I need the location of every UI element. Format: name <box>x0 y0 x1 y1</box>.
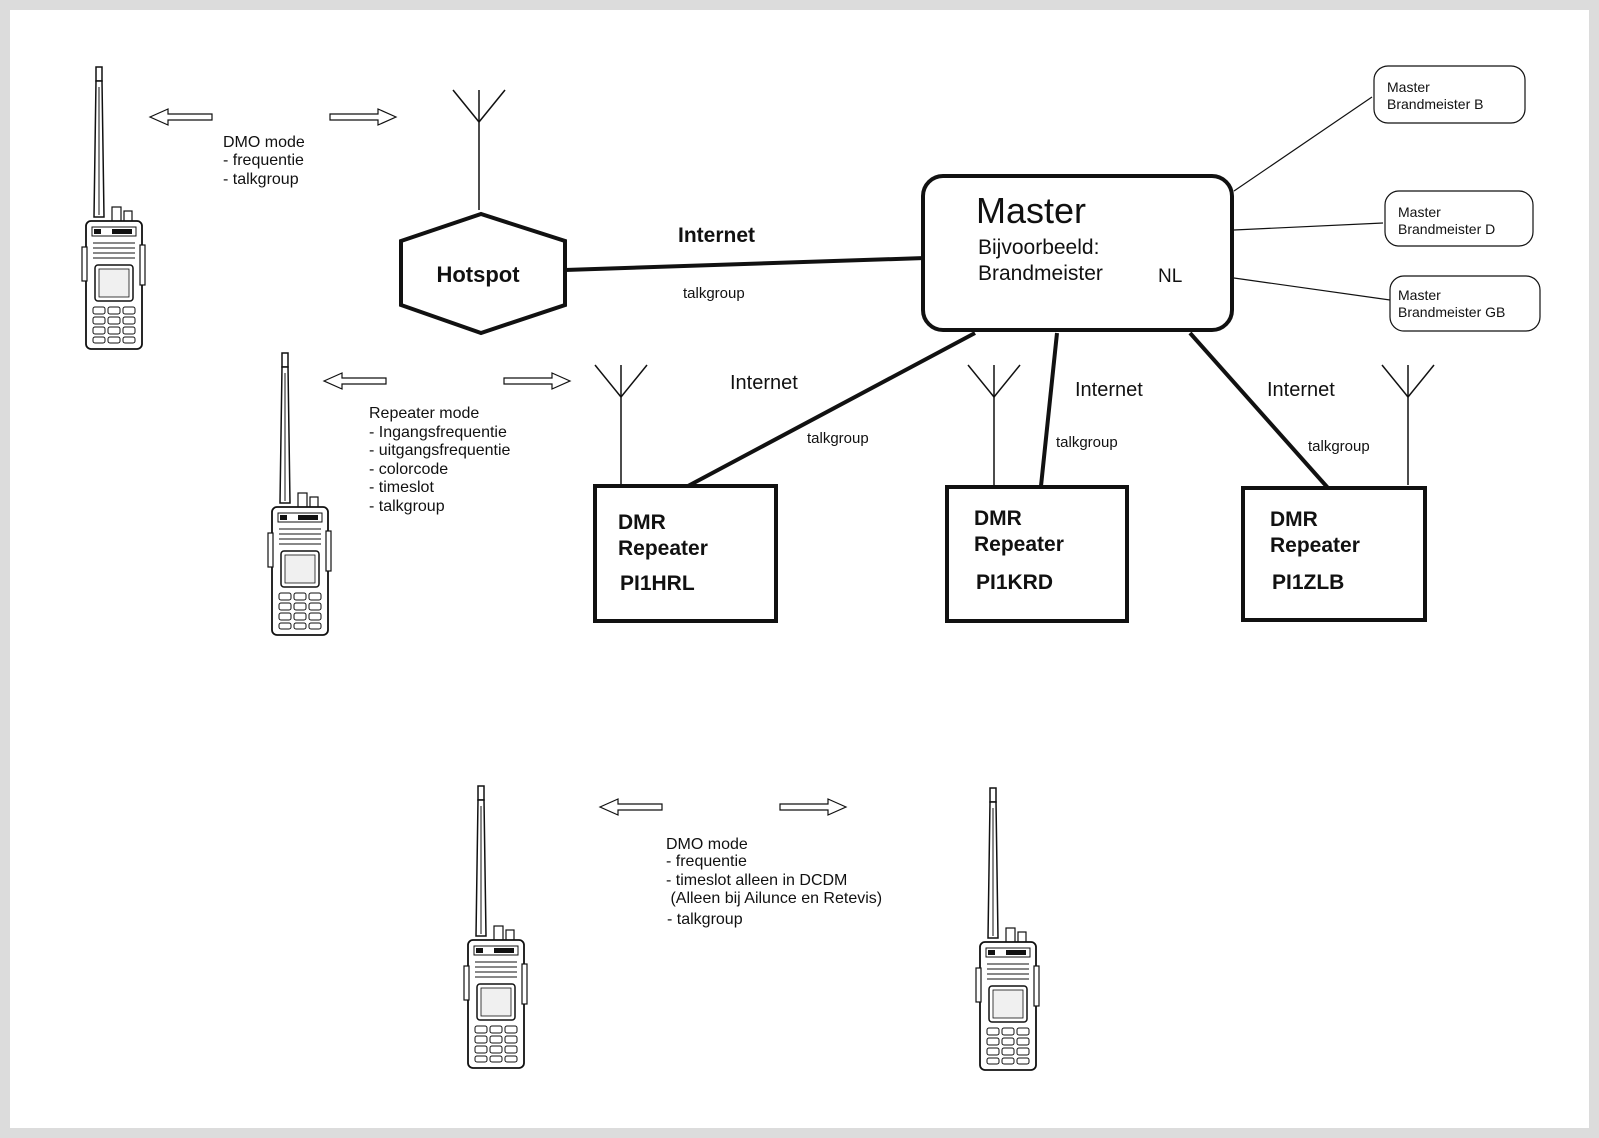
master-gb-node <box>1389 275 1541 332</box>
talkgroup-label: talkgroup <box>807 430 869 447</box>
repeater-1-line1: DMR <box>618 511 666 534</box>
repeater-1-callsign: PI1HRL <box>620 572 695 595</box>
repeater-3-callsign: PI1ZLB <box>1272 571 1344 594</box>
dmo-mode-top-notes: DMO mode - frequentie - talkgroup <box>223 134 305 188</box>
master-b-line1: Master <box>1387 79 1430 95</box>
hotspot-node <box>399 211 567 336</box>
master-b-line2: Brandmeister B <box>1387 96 1483 112</box>
repeater-antenna-icon <box>967 364 1021 486</box>
talkgroup-label: talkgroup <box>1056 434 1118 451</box>
arrow-right-icon <box>329 108 397 126</box>
dmo-top-line: DMO mode <box>223 134 305 151</box>
master-gb-line2: Brandmeister GB <box>1398 304 1505 320</box>
repeater-node-2 <box>945 485 1129 623</box>
master-title: Master <box>976 190 1086 231</box>
repeater-mode-line: - talkgroup <box>369 498 445 515</box>
repeater-2-internet-link <box>1039 332 1059 487</box>
master-gb-link <box>1233 277 1391 301</box>
repeater-node-3 <box>1241 486 1427 622</box>
talkgroup-label: talkgroup <box>1308 438 1370 455</box>
repeater-1-line2: Repeater <box>618 537 708 560</box>
repeater-1-internet-link <box>687 331 976 488</box>
hotspot-antenna-icon <box>452 89 506 211</box>
arrow-left-icon <box>599 798 663 816</box>
hotspot-label: Hotspot <box>436 262 520 287</box>
internet-label: Internet <box>678 224 755 247</box>
arrow-right-icon <box>779 798 847 816</box>
hotspot-internet-link <box>564 256 926 272</box>
repeater-mode-line: - uitgangsfrequentie <box>369 442 511 459</box>
repeater-mode-notes: Repeater mode - Ingangsfrequentie - uitg… <box>369 405 511 515</box>
repeater-node-1 <box>593 484 778 623</box>
internet-label: Internet <box>730 372 798 394</box>
dmo-bottom-line: (Alleen bij Ailunce en Retevis) <box>666 890 882 907</box>
radio-icon-top-left <box>81 66 146 350</box>
dmo-bottom-line: - timeslot alleen in DCDM <box>666 872 847 889</box>
master-node <box>921 174 1234 332</box>
repeater-3-line1: DMR <box>1270 508 1318 531</box>
master-gb-line1: Master <box>1398 287 1441 303</box>
dmo-bottom-line: DMO mode <box>666 836 748 853</box>
master-d-line1: Master <box>1398 204 1441 220</box>
radio-icon-bottom-right <box>975 787 1040 1071</box>
repeater-antenna-icon <box>1381 364 1435 486</box>
repeater-mode-line: - colorcode <box>369 461 448 478</box>
repeater-mode-line: - Ingangsfrequentie <box>369 424 507 441</box>
repeater-3-line2: Repeater <box>1270 534 1360 557</box>
repeater-2-callsign: PI1KRD <box>976 571 1053 594</box>
repeater-mode-line: Repeater mode <box>369 405 479 422</box>
repeater-mode-line: - timeslot <box>369 479 434 496</box>
internet-label: Internet <box>1075 379 1143 401</box>
network-diagram: Hotspot Master Bijvoorbeeld: Brandmeiste… <box>81 65 1541 1071</box>
dmo-bottom-line: - talkgroup <box>667 911 743 928</box>
master-b-node <box>1373 65 1526 124</box>
arrow-right-icon <box>503 372 571 390</box>
diagram-canvas: Hotspot Master Bijvoorbeeld: Brandmeiste… <box>10 10 1589 1128</box>
dmo-mode-bottom-notes: DMO mode - frequentie - timeslot alleen … <box>666 836 882 928</box>
repeater-3-internet-link <box>1188 331 1330 490</box>
master-network-label: Brandmeister <box>978 262 1103 285</box>
radio-icon-middle-left <box>267 352 332 636</box>
master-d-link <box>1233 222 1384 231</box>
master-b-link <box>1233 96 1373 192</box>
master-example-label: Bijvoorbeeld: <box>978 236 1099 259</box>
master-d-line2: Brandmeister D <box>1398 221 1495 237</box>
repeater-antenna-icon <box>594 364 648 486</box>
dmo-top-line: - talkgroup <box>223 171 299 188</box>
talkgroup-label: talkgroup <box>683 285 745 302</box>
master-d-node <box>1384 190 1534 247</box>
dmo-bottom-line: - frequentie <box>666 853 747 870</box>
repeater-2-line2: Repeater <box>974 533 1064 556</box>
internet-label: Internet <box>1267 379 1335 401</box>
arrow-left-icon <box>149 108 213 126</box>
master-country-label: NL <box>1158 266 1182 287</box>
arrow-left-icon <box>323 372 387 390</box>
radio-icon-bottom-left <box>463 785 528 1069</box>
dmo-top-line: - frequentie <box>223 152 304 169</box>
repeater-2-line1: DMR <box>974 507 1022 530</box>
